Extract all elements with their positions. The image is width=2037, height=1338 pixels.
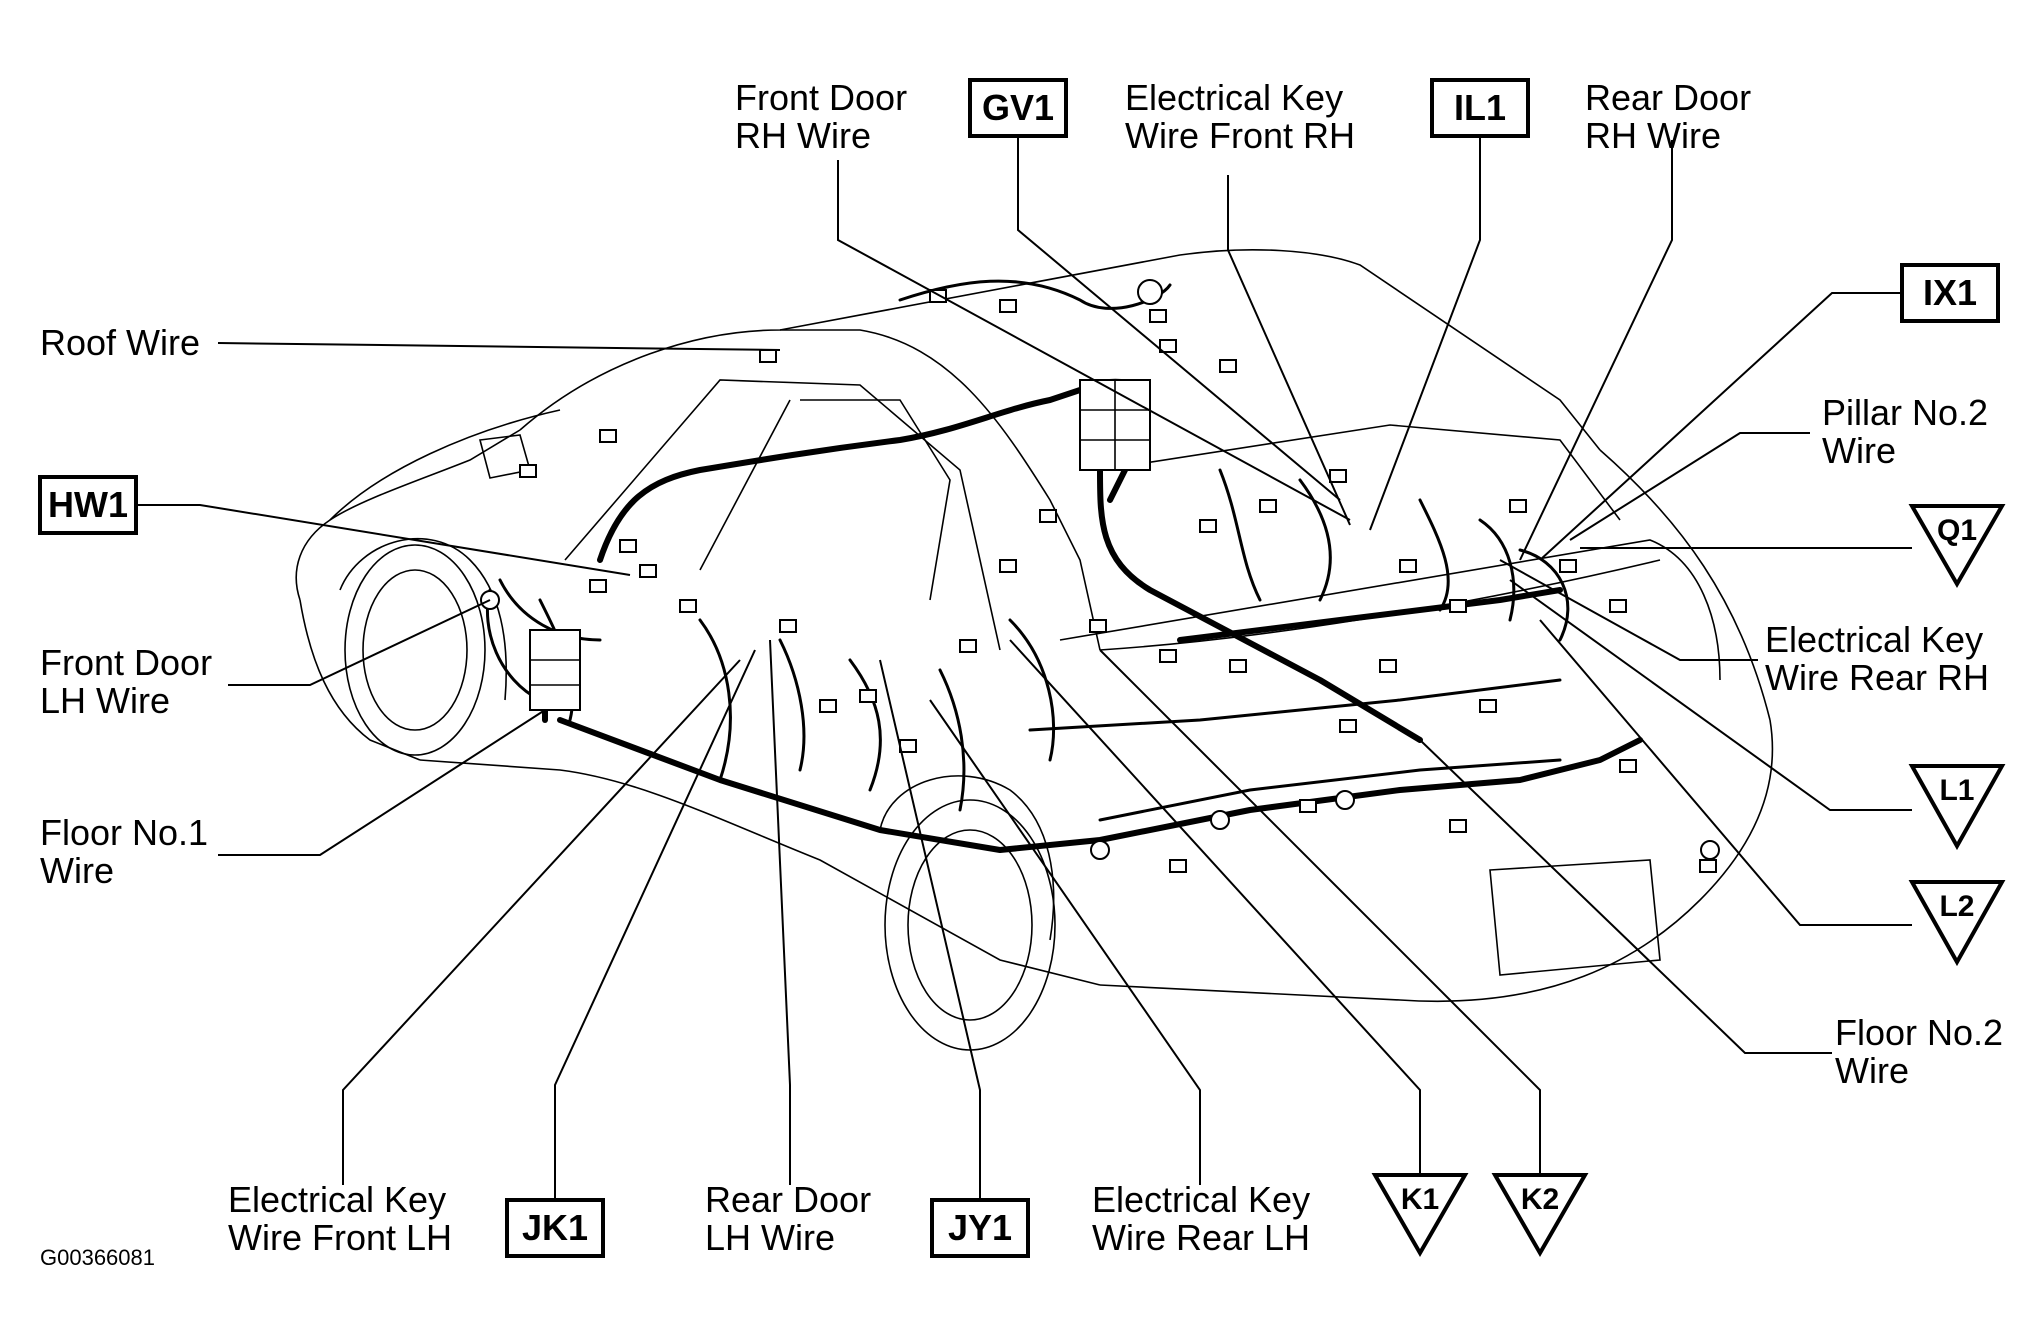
label-floor-no1-line2: Wire [40,850,114,891]
label-front-door-rh-line1: Front Door [735,77,907,118]
connector-code-il1: IL1 [1454,87,1506,128]
label-electrical-key-rear-rh-line1: Electrical Key [1765,619,1983,660]
connector-triangle-k2: K2 [1491,1173,1589,1258]
connector-box-ix1: IX1 [1900,263,2000,323]
label-front-door-lh-line2: LH Wire [40,680,170,721]
connector-code-l1: L1 [1939,774,1974,807]
connector-box-jk1: JK1 [505,1198,605,1258]
connector-code-ix1: IX1 [1923,272,1977,313]
harness-routing [485,279,1643,853]
label-electrical-key-front-rh-line2: Wire Front RH [1125,115,1355,156]
label-electrical-key-front-rh-line1: Electrical Key [1125,77,1343,118]
connector-triangle-l2: L2 [1908,880,2006,967]
connector-box-gv1: GV1 [968,78,1068,138]
connector-code-k1: K1 [1401,1183,1439,1216]
connector-triangle-l1: L1 [1908,764,2006,851]
label-floor-no2-line2: Wire [1835,1050,1909,1091]
junction-block [1079,379,1151,471]
label-rear-door-rh-line2: RH Wire [1585,115,1721,156]
label-electrical-key-rear-lh-line1: Electrical Key [1092,1179,1310,1220]
connector-code-q1: Q1 [1937,514,1977,547]
box-connectors: GV1 IL1 IX1 HW1 JK1 JY1 [38,78,2000,1258]
label-floor-no1-line1: Floor No.1 [40,812,208,853]
label-pillar-no2-line2: Wire [1822,430,1896,471]
label-electrical-key-rear-lh-line2: Wire Rear LH [1092,1217,1310,1258]
leader-lines [135,108,1912,1200]
wire-labels: Front Door RH Wire Electrical Key Wire F… [40,77,2003,1270]
triangle-connectors: Q1 L1 L2 K1 K2 [1371,504,2006,1258]
label-rear-door-lh-line2: LH Wire [705,1217,835,1258]
floor-junction-block [529,629,581,711]
label-rear-door-rh-line1: Rear Door [1585,77,1751,118]
label-electrical-key-rear-rh-line2: Wire Rear RH [1765,657,1989,698]
connector-triangle-q1: Q1 [1908,504,2006,589]
label-floor-no2-line1: Floor No.2 [1835,1012,2003,1053]
connector-triangle-k1: K1 [1371,1173,1469,1258]
connector-code-hw1: HW1 [48,484,128,525]
connector-code-jk1: JK1 [522,1207,588,1248]
connector-box-il1: IL1 [1430,78,1530,138]
label-electrical-key-front-lh-line2: Wire Front LH [228,1217,452,1258]
drawing-code: G00366081 [40,1245,155,1270]
connector-code-jy1: JY1 [948,1207,1012,1248]
label-rear-door-lh-line1: Rear Door [705,1179,871,1220]
connector-box-jy1: JY1 [930,1198,1030,1258]
label-roof-wire: Roof Wire [40,322,200,363]
connector-code-l2: L2 [1939,890,1974,923]
connector-code-gv1: GV1 [982,87,1054,128]
label-pillar-no2-line1: Pillar No.2 [1822,392,1988,433]
connector-box-hw1: HW1 [38,475,138,535]
label-electrical-key-front-lh-line1: Electrical Key [228,1179,446,1220]
connector-blocks [480,279,1720,873]
label-front-door-rh-line2: RH Wire [735,115,871,156]
connector-code-k2: K2 [1521,1183,1559,1216]
label-front-door-lh-line1: Front Door [40,642,212,683]
